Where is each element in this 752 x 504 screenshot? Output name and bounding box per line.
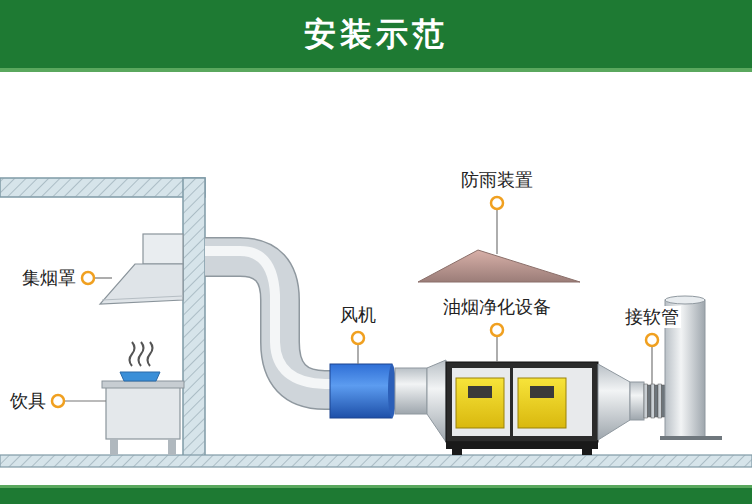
duct-segment — [395, 368, 427, 414]
panel-display — [530, 386, 554, 398]
callout-ring — [352, 332, 364, 344]
leader-line — [496, 336, 497, 362]
wok — [120, 372, 160, 381]
duct-highlight — [205, 251, 332, 384]
outlet-pipe — [630, 382, 644, 420]
hood-collar — [143, 234, 183, 264]
flexible-hose — [644, 384, 665, 418]
callout-ring — [82, 272, 94, 284]
filter-panel — [456, 378, 504, 428]
callout-ring — [52, 395, 64, 407]
hood-body — [100, 264, 183, 304]
purifier-foot — [452, 449, 462, 455]
roof-hatch — [0, 178, 205, 197]
callout-ring — [646, 334, 658, 346]
part-label: 接软管 — [623, 306, 681, 328]
ground — [0, 455, 752, 467]
steam — [130, 342, 153, 366]
hose-ring — [658, 384, 662, 418]
part-label: 风机 — [338, 304, 378, 326]
hose-ring — [662, 385, 666, 417]
stove-body — [106, 387, 180, 439]
leader-line — [496, 209, 497, 254]
callout-ring — [491, 197, 503, 209]
part-label: 集烟罩 — [20, 267, 78, 289]
inlet-cone — [427, 360, 446, 442]
roof-slab — [0, 178, 205, 197]
part-label: 防雨装置 — [459, 169, 535, 191]
stack-top — [665, 296, 705, 304]
stove-leg — [110, 439, 118, 455]
stove-leg — [168, 439, 176, 455]
hose-ring — [655, 385, 659, 417]
wall — [183, 178, 205, 456]
part-label: 饮具 — [8, 390, 48, 412]
title-banner — [0, 0, 752, 68]
fan — [330, 364, 392, 418]
leader-line — [651, 346, 652, 384]
stack-base — [660, 436, 722, 440]
leader-line — [64, 400, 106, 401]
stove-top — [102, 381, 184, 388]
purifier-frame — [446, 362, 598, 442]
leader-line — [94, 277, 112, 278]
callout-markers — [52, 197, 658, 407]
rain-cover — [418, 250, 580, 282]
bottom-stripe — [0, 485, 752, 488]
hose-ring — [644, 384, 648, 418]
bottom-band — [0, 488, 752, 504]
banner-text-layer: 安装示范 — [0, 0, 752, 70]
callout-ring — [491, 324, 503, 336]
panel-display — [468, 386, 492, 398]
banner-stripe — [0, 68, 752, 72]
hood-edge — [102, 296, 183, 300]
outlet-cone — [598, 364, 630, 440]
hose-ring — [651, 384, 655, 418]
ground-hatch — [0, 455, 752, 467]
leader-line — [357, 344, 358, 364]
filter-panel — [518, 378, 566, 428]
wall-hatch — [183, 178, 205, 456]
part-label: 油烟净化设备 — [441, 296, 553, 318]
title: 安装示范 — [0, 14, 752, 54]
hose-ring — [648, 385, 652, 417]
divider — [510, 368, 513, 436]
purifier-foot — [582, 449, 592, 455]
purifier-base — [446, 442, 598, 449]
purifier-body — [452, 368, 592, 436]
